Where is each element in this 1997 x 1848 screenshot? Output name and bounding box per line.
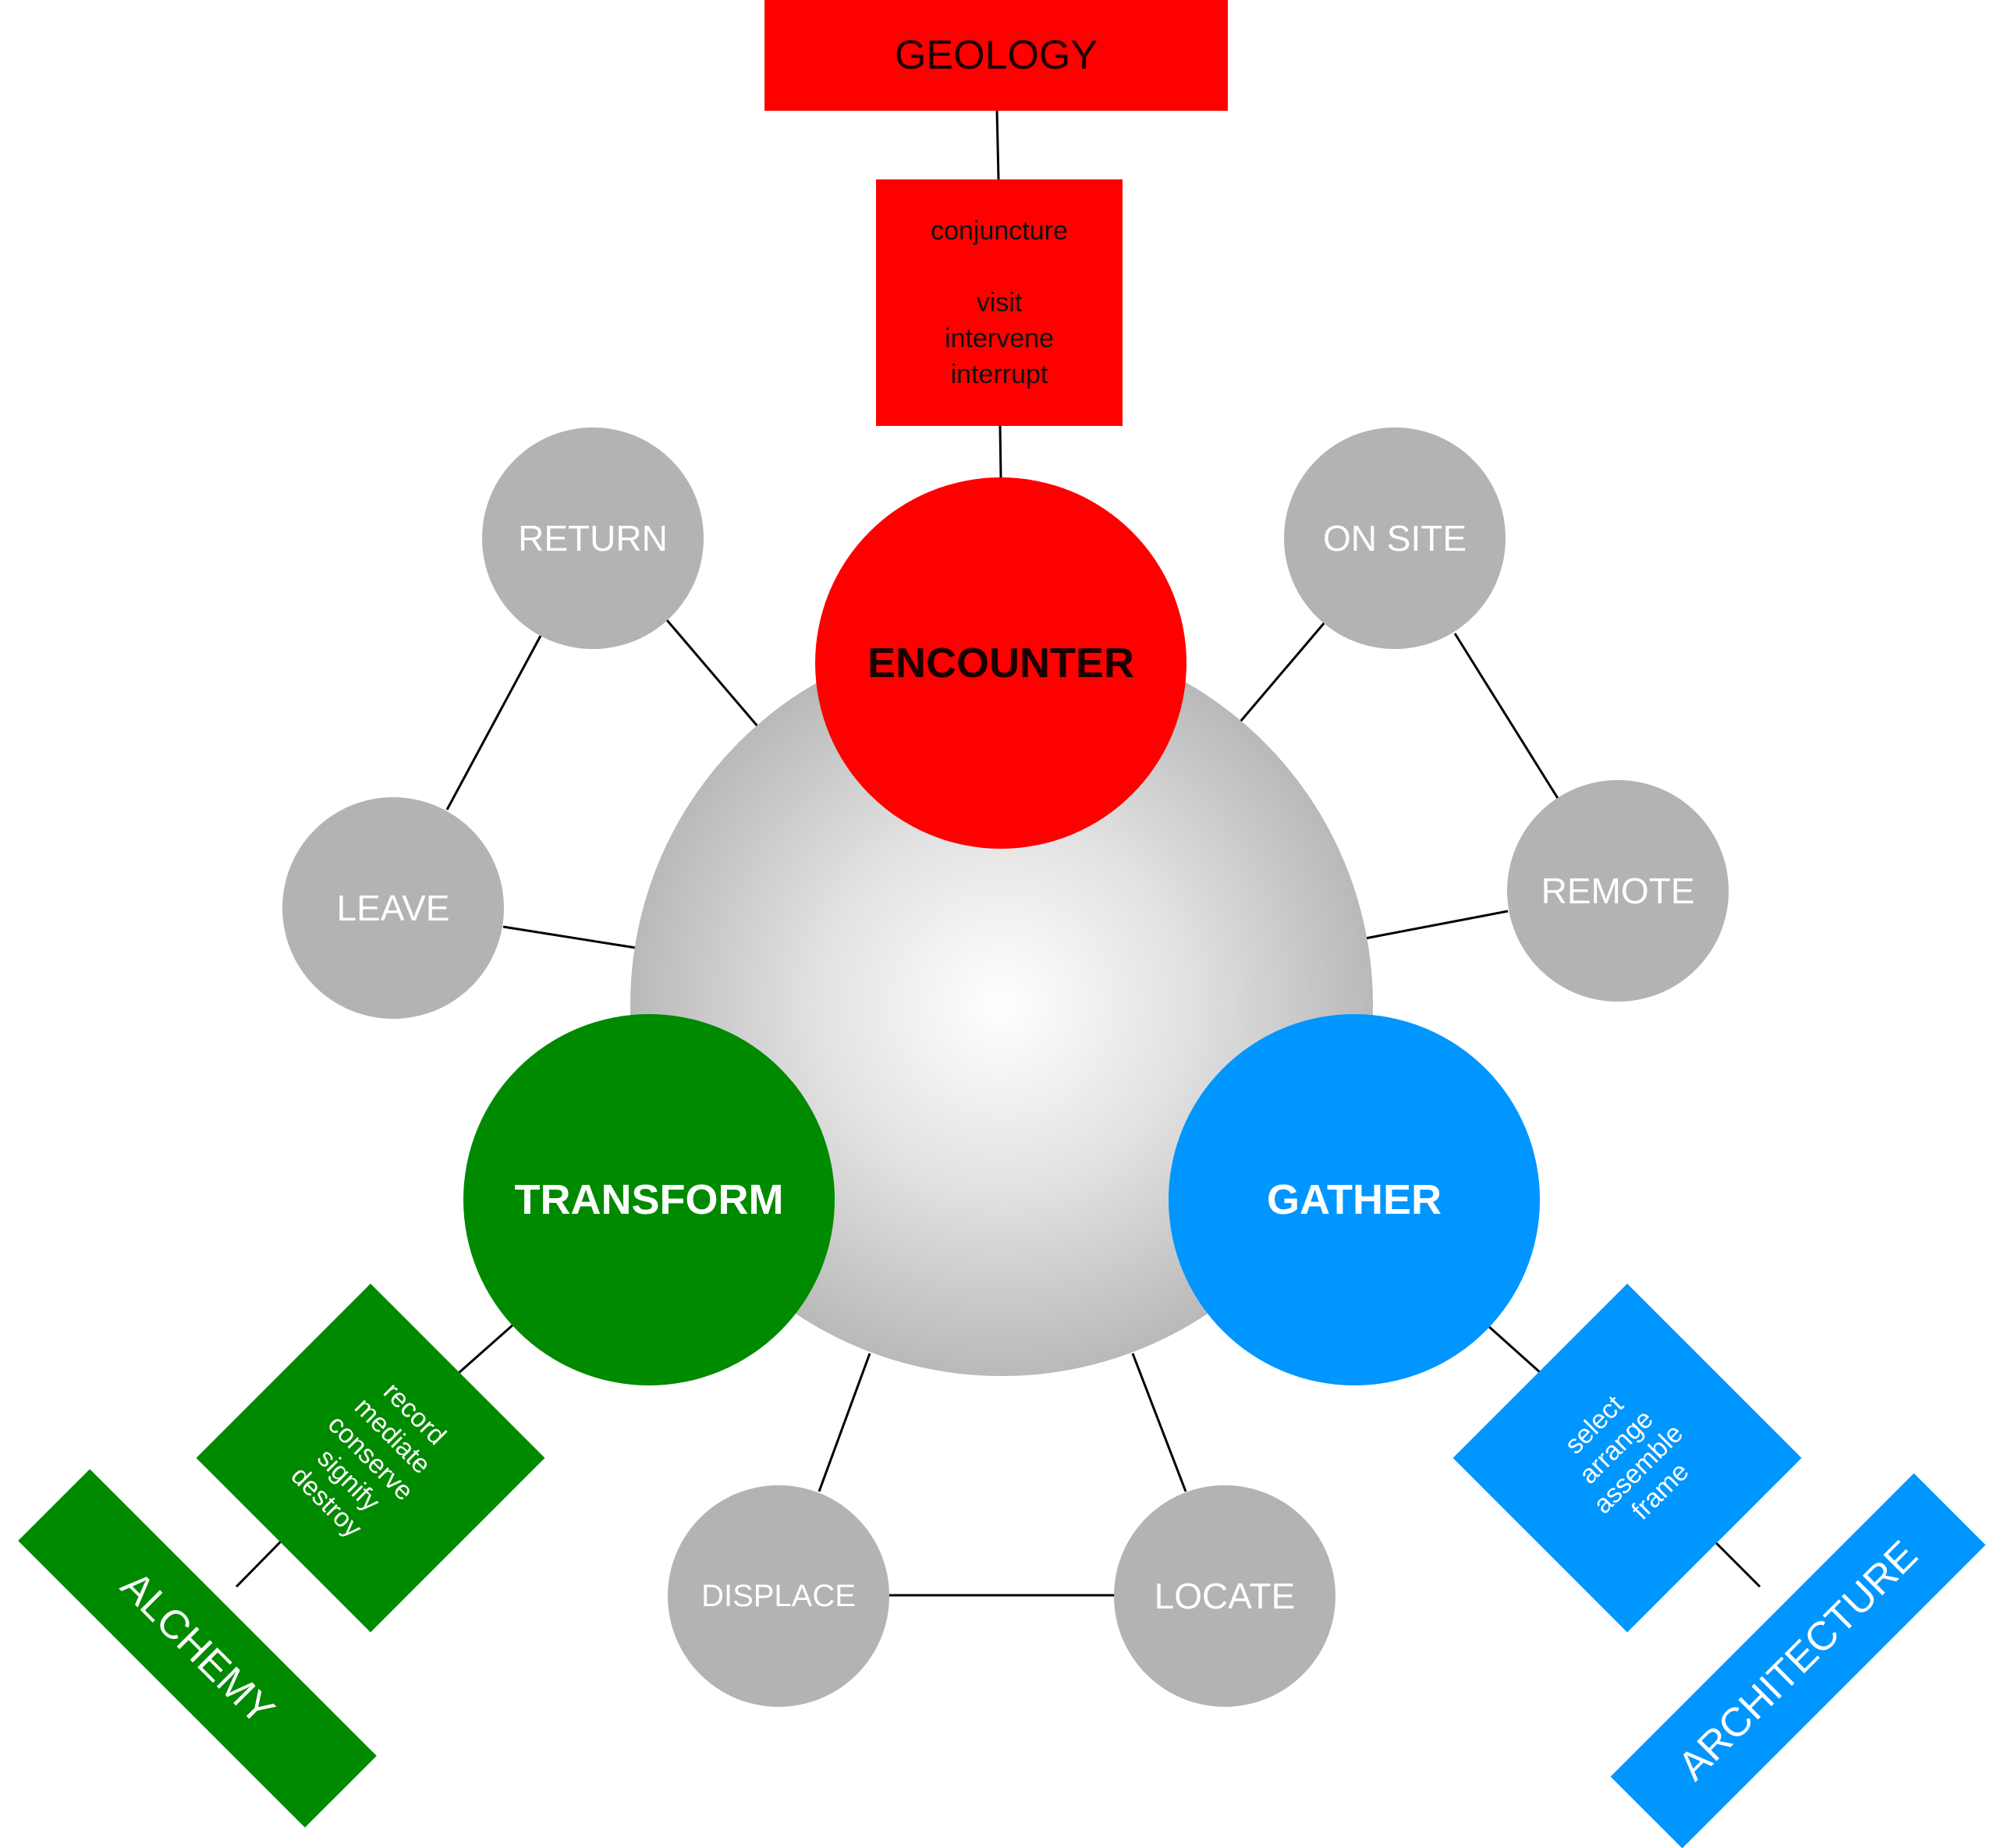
displace-node: DISPLACE [668,1485,889,1707]
geology-label: GEOLOGY [894,33,1098,78]
leave-node: LEAVE [282,797,504,1019]
connector-encounter-box-encounter [998,425,1002,478]
connector-gather-box-architecture [1715,1541,1761,1588]
locate-label: LOCATE [1154,1576,1296,1616]
gather-label: GATHER [1267,1176,1442,1223]
encounter-verb-item: interrupt [950,360,1048,389]
encounter-verb-item: visit [976,288,1023,317]
leave-label: LEAVE [336,888,450,928]
remote-node: REMOTE [1507,780,1729,1002]
connector-geology-encounter-box [995,110,1000,180]
connector-sphere-displace [818,1353,871,1492]
connector-gather-box [1487,1325,1542,1374]
locate-node: LOCATE [1114,1485,1335,1707]
encounter-verbs-box: conjuncture visit intervene interrupt [876,179,1123,426]
connector-transform-box-alchemy [235,1540,282,1588]
encounter-label: ENCOUNTER [867,640,1134,686]
gather-node: GATHER [1169,1014,1540,1385]
connector-onsite-remote [1453,633,1560,800]
gather-verbs-list: select arrange assemble frame [1543,1374,1711,1542]
encounter-verbs-heading: conjuncture [931,216,1068,246]
return-label: RETURN [518,518,668,559]
connector-return-sphere [665,619,760,728]
connector-remote-sphere [1364,910,1509,940]
connector-return-leave [445,635,542,810]
remote-label: REMOTE [1541,871,1695,911]
connector-onsite-sphere [1239,622,1326,722]
transform-node: TRANSFORM [463,1014,835,1385]
encounter-verb-item: intervene [945,324,1054,353]
return-node: RETURN [482,427,704,649]
displace-label: DISPLACE [701,1578,856,1613]
connector-sphere-locate [1131,1353,1187,1492]
encounter-node: ENCOUNTER [815,477,1186,849]
connector-leave-sphere [502,925,637,949]
transform-verbs-list: record mediate conserve signify destroy [278,1365,464,1552]
transform-label: TRANSFORM [514,1176,784,1223]
on-site-label: ON SITE [1322,518,1467,559]
on-site-node: ON SITE [1284,427,1506,649]
connector-transform-box [458,1323,514,1374]
geology-box: GEOLOGY [764,0,1228,111]
